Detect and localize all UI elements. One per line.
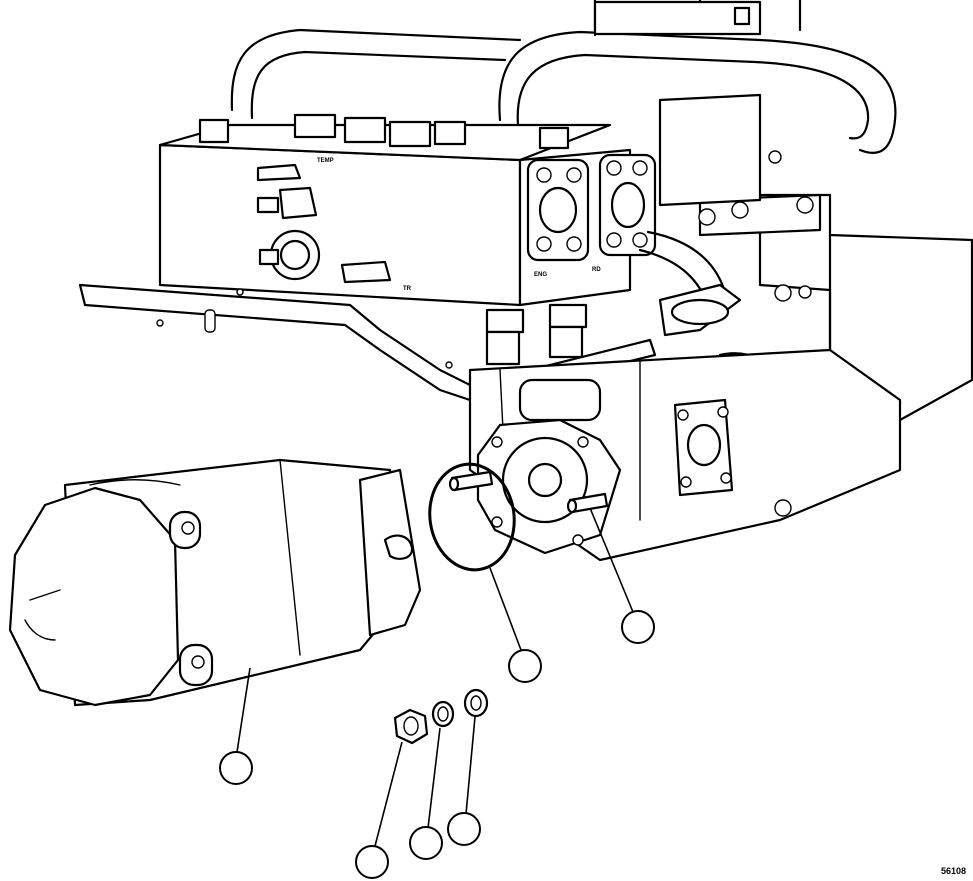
pump-mounting-flange [476,418,622,555]
callout-stud [621,610,655,644]
mounting-bracket [78,283,657,402]
callout-pump [219,751,253,785]
hydraulic-pump [8,458,422,707]
right-port-label: RD [592,267,601,273]
callout-oring [508,649,542,683]
stud-upper [448,470,494,492]
stud-lower [566,492,609,514]
callout-flat-washer [447,812,481,846]
tr-port-label: TR [403,286,412,292]
flange-port-left [526,158,590,262]
o-ring [428,462,516,572]
valve-block: TEMP TR ENG RD [158,113,657,366]
left-port-label: ENG [534,272,547,278]
flange-port-right [598,153,657,257]
leader-lines [236,507,634,847]
flat-washer [463,688,489,718]
right-housing [658,93,973,432]
spring-washer [431,700,455,728]
callout-nut [355,845,389,879]
callout-spring-washer [409,826,443,860]
hex-nut [393,708,429,745]
hydraulic-hose-upper [230,0,897,154]
figure-number: 56108 [941,866,967,876]
temp-port-label: TEMP [317,158,334,164]
